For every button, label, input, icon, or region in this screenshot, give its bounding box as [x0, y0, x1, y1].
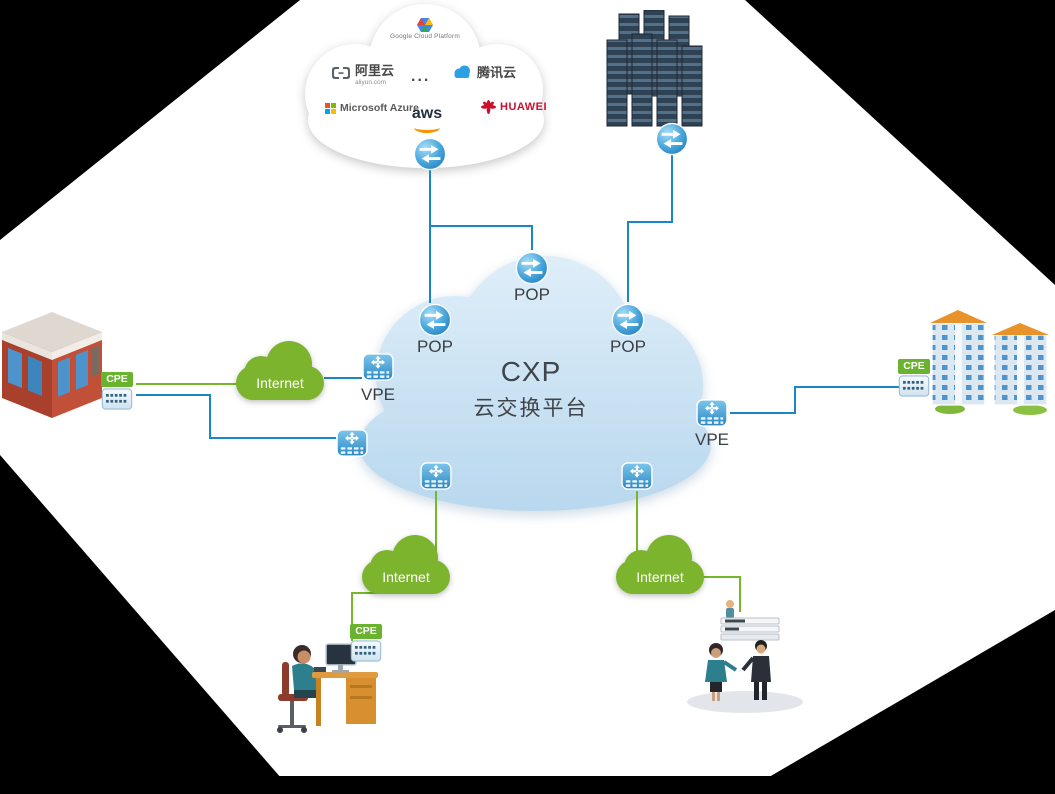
internet-cloud-bottom-left: Internet: [362, 532, 450, 594]
cpe-label: CPE: [350, 624, 382, 639]
tencent-cloud-logo: 腾讯云: [451, 62, 516, 81]
google-cloud-icon: [417, 18, 433, 32]
alibaba-domain-text: aliyun.com: [355, 79, 387, 86]
home-office-worker: [277, 643, 378, 733]
cpe-home-office: CPE: [350, 624, 382, 662]
cloud-body: [362, 560, 450, 594]
huawei-flower-icon: [481, 100, 496, 114]
pop-router-left-icon: [418, 303, 452, 337]
google-cloud-text: Google Cloud Platform: [390, 33, 460, 40]
aws-logo: aws: [411, 106, 443, 133]
aws-text: aws: [411, 105, 443, 122]
aws-smile-icon: [414, 122, 440, 133]
internet-label: Internet: [382, 569, 430, 585]
vpe-switch-left-icon: [362, 353, 394, 381]
cpe-label: CPE: [898, 359, 930, 374]
cloud-body: [616, 560, 704, 594]
cpe-label: CPE: [101, 372, 133, 387]
google-cloud-logo: Google Cloud Platform: [381, 18, 469, 40]
enterprise-buildings: [930, 310, 1049, 415]
cpe-device-icon: [350, 640, 382, 662]
edge-switch-left-icon: [336, 429, 368, 457]
pop-label-center: POP: [514, 285, 550, 304]
alibaba-cloud-icon: [332, 67, 350, 79]
alibaba-cloud-logo: 阿里云 aliyun.com: [331, 60, 394, 86]
cpe-right: CPE: [898, 359, 930, 397]
datacenter-rack-cluster: [606, 10, 703, 127]
huawei-text: HUAWEI: [500, 101, 547, 113]
office-building: [2, 312, 102, 418]
cpe-device-icon: [101, 388, 133, 410]
alibaba-cloud-text: 阿里云: [355, 63, 395, 78]
cxp-subtitle: 云交换平台: [473, 397, 589, 420]
tencent-cloud-text: 腾讯云: [477, 65, 517, 80]
pop-router-right-icon: [611, 303, 645, 337]
pop-router-center-icon: [515, 251, 549, 285]
pop-label-left: POP: [417, 337, 453, 356]
vpe-switch-right-icon: [696, 399, 728, 427]
microsoft-azure-logo: Microsoft Azure: [325, 102, 419, 114]
internet-cloud-bottom-right: Internet: [616, 532, 704, 594]
cpe-device-icon: [898, 375, 930, 397]
cpe-left: CPE: [101, 372, 133, 410]
tencent-cloud-icon: [454, 65, 470, 78]
pop-label-right: POP: [610, 337, 646, 356]
edge-switch-bottom-left-icon: [420, 462, 452, 490]
meeting-people: [687, 600, 803, 713]
white-cloud-shape: [305, 4, 544, 168]
more-providers-ellipsis: ...: [411, 68, 431, 85]
router-datacenter-icon: [655, 122, 689, 156]
router-public-cloud-icon: [413, 137, 447, 171]
internet-label: Internet: [256, 375, 304, 391]
cxp-title: CXP: [500, 356, 562, 387]
huawei-logo: HUAWEI: [481, 100, 547, 114]
edge-switch-bottom-right-icon: [621, 462, 653, 490]
internet-label: Internet: [636, 569, 684, 585]
internet-cloud-left: Internet: [236, 338, 324, 400]
vpe-label-right: VPE: [694, 430, 730, 449]
microsoft-azure-text: Microsoft Azure: [340, 102, 419, 114]
microsoft-icon: [325, 102, 336, 114]
vpe-label-left: VPE: [360, 385, 396, 404]
public-cloud-group: Google Cloud Platform 阿里云 aliyun.com ...: [293, 2, 565, 174]
